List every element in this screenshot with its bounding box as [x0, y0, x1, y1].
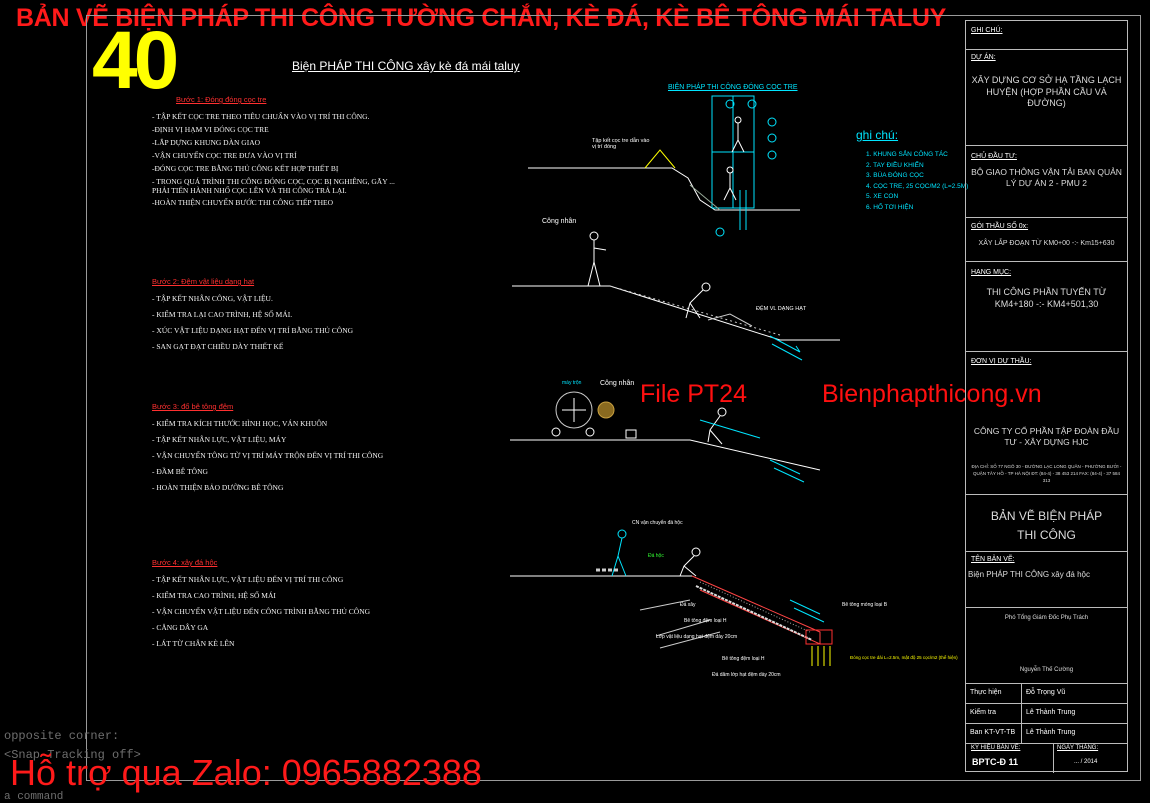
list-item: - CĂNG DÂY GA [152, 623, 209, 632]
step-3-list: - KIỂM TRA KÍCH THƯỚC HÌNH HỌC, VÁN KHUÔ… [152, 416, 412, 496]
signer-role: Kiểm tra [970, 709, 997, 716]
step-1-title: Bước 1: Đóng đóng cọc tre [176, 95, 267, 104]
gravel-layer-label: Lớp vật liệu dạng hạt đệm dày 20cm [656, 634, 738, 640]
command-history-line: opposite corner: [4, 729, 120, 743]
project-label: DỰ ÁN: [971, 54, 996, 61]
item-label: HẠNG MỤC: [971, 269, 1012, 276]
signer-name: Lê Thành Trung [1026, 709, 1076, 716]
list-item: - TẬP KẾT CỌC TRE THEO TIÊU CHUẨN VÀO VỊ… [152, 112, 370, 121]
signer-name: Lê Thành Trung [1026, 729, 1076, 736]
list-item: -ĐÓNG CỌC TRE BẰNG THỦ CÔNG KẾT HỢP THIẾ… [152, 164, 339, 173]
list-item: - TẬP KẾT NHÂN LỰC, VẬT LIỆU, MÁY [152, 435, 287, 444]
list-item: -LẮP DỰNG KHUNG DÀN GIAO [152, 138, 261, 147]
drawing-code: BPTC-Đ 11 [972, 757, 1019, 767]
list-item: - TẬP KẾT NHÂN LỰC, VẬT LIỆU ĐẾN VỊ TRÍ … [152, 575, 344, 584]
drawing-kind: BẢN VẼ BIỆN PHÁP THI CÔNG [990, 509, 1103, 543]
gravel-label: ĐỆM VL DẠNG HẠT [756, 306, 807, 312]
list-item: 5. XE CON [866, 193, 899, 200]
list-item: - TẬP KẾT NHÂN CÔNG, VẬT LIỆU. [152, 294, 273, 303]
legend-list: 1. KHUNG SẮN CÔNG TÁC 2. TAY ĐIỀU KHIỂN … [866, 150, 968, 213]
owner-label: CHỦ ĐẦU TƯ: [971, 153, 1017, 160]
package-name: XÂY LẮP ĐOẠN TỪ KM0+00 -:- Km15+630 [978, 240, 1115, 247]
item-name: THI CÔNG PHẦN TUYẾN TỪ KM4+180 -:- KM4+5… [986, 287, 1107, 309]
list-item: - HOÀN THIỆN BẢO DƯỠNG BÊ TÔNG [152, 483, 284, 492]
list-item: -VẬN CHUYỂN CỌC TRE ĐƯA VÀO VỊ TRÍ [152, 151, 297, 160]
code-label: KÝ HIỆU BẢN VẼ: [971, 745, 1021, 751]
gravel-layer-label-2: Đá dăm lớp hạt đệm dày 20cm [712, 672, 781, 678]
signer-row: Thực hiện Đỗ Trọng Vũ [966, 683, 1127, 704]
step-3-title: Bước 3: đổ bê tông đệm [152, 402, 234, 411]
step-4-title: Bước 4: xây đá hộc [152, 558, 218, 567]
drawing-date: ... / 2014 [1074, 759, 1098, 765]
contractor-address: ĐỊA CHỈ: SỐ 77 NGÕ 30 - ĐƯỜNG LẠC LONG Q… [971, 464, 1122, 483]
list-item: - VẬN CHUYỂN VẬT LIỆU ĐẾN CÔNG TRÌNH BẰN… [152, 607, 371, 616]
pile-stock-label: Tập kết cọc tre dẫn vào vị trí đóng [592, 138, 650, 150]
stone-transport-label: CN vận chuyển đá hộc [632, 520, 683, 526]
concrete-bed-label-1: Bê tông đệm loại H [684, 618, 727, 624]
list-item: 4. CỌC TRE, 25 CỌC/M2 (L=2.5M) [866, 182, 969, 190]
worker-label-2: Công nhân [600, 380, 635, 387]
drawing-name-label: TÊN BẢN VẼ: [971, 556, 1015, 563]
watermark-site: Bienphapthicong.vn [822, 380, 1042, 408]
piling-diagram [528, 95, 800, 237]
list-item: -ĐỊNH VỊ HẠM VI ĐÓNG CỌC TRE [152, 125, 269, 134]
stone-wall-label: Đá xây [680, 602, 696, 608]
construction-drawings [510, 95, 840, 666]
concrete-diagram [510, 391, 821, 483]
list-item: - TRONG QUÁ TRÌNH THI CÔNG ĐÓNG CỌC, CỌC… [152, 177, 395, 195]
toe-beam-label: Bê tông móng loại B [842, 602, 888, 608]
step-2-title: Bước 2: Đệm vật liệu dạng hạt [152, 277, 255, 286]
director-title: Phó Tổng Giám Đốc Phụ Trách [1004, 615, 1089, 621]
drawing-name: Biện PHÁP THI CÔNG xây đá hộc [968, 570, 1090, 579]
legend-title: ghi chú: [856, 128, 899, 142]
list-item: - KIỂM TRA CAO TRÌNH, HỆ SỐ MÁI [152, 591, 276, 600]
note-label: GHI CHÚ: [971, 27, 1003, 34]
drawing-frame [86, 15, 1141, 781]
contractor-label: ĐƠN VỊ DỰ THẦU: [971, 358, 1032, 365]
gravel-diagram [512, 231, 840, 361]
worker-label-1: Công nhân [542, 218, 577, 225]
stone-label: Đá hộc [648, 553, 664, 559]
step-1-list: - TẬP KẾT CỌC TRE THEO TIÊU CHUẨN VÀO VỊ… [152, 110, 402, 209]
watermark-file: File PT24 [640, 380, 747, 408]
zalo-support: Hỗ trợ qua Zalo: 0965882388 [10, 752, 482, 793]
command-input[interactable]: a command [4, 791, 64, 803]
banner-title: BẢN VẼ BIỆN PHÁP THI CÔNG TƯỜNG CHẮN, KÈ… [16, 4, 947, 32]
concrete-bed-label-2: Bê tông đệm loại H [722, 656, 765, 662]
list-item: 1. KHUNG SẮN CÔNG TÁC [866, 151, 948, 158]
package-label: GÓI THẦU SỐ 0x: [971, 223, 1029, 230]
step-4-list: - TẬP KẾT NHÂN LỰC, VẬT LIỆU ĐẾN VỊ TRÍ … [152, 572, 412, 652]
signer-name: Đỗ Trọng Vũ [1026, 689, 1066, 696]
signer-role: Ban KT-VT-TB [970, 729, 1016, 736]
list-item: - XÚC VẬT LIỆU DẠNG HẠT ĐẾN VỊ TRÍ BẰNG … [152, 326, 354, 335]
signer-row: Kiểm tra Lê Thành Trung [966, 703, 1127, 724]
list-item: 6. HỐ TƠI HIỆN [866, 203, 914, 211]
list-item: - ĐẦM BÊ TÔNG [152, 467, 208, 476]
mixer-label: máy trộn [562, 380, 582, 386]
badge-number: 40 [92, 15, 179, 106]
step-2-list: - TẬP KẾT NHÂN CÔNG, VẬT LIỆU. - KIỂM TR… [152, 291, 412, 355]
signer-row: Ban KT-VT-TB Lê Thành Trung [966, 723, 1127, 744]
list-item: - VẬN CHUYỂN TÔNG TỪ VỊ TRÍ MÁY TRỘN ĐẾN… [152, 451, 384, 460]
piling-diagram-title: BIỆN PHÁP THI CÔNG ĐÓNG CỌC TRE [668, 84, 798, 91]
date-label: NGÀY THÁNG: [1057, 745, 1099, 751]
list-item: 2. TAY ĐIỀU KHIỂN [866, 161, 924, 169]
piles-label: Đóng cọc tre dài L=2.5m, mật độ 25 cọc/m… [850, 655, 958, 660]
list-item: - KIỂM TRA LẠI CAO TRÌNH, HỆ SỐ MÁI. [152, 310, 293, 319]
stone-wall-diagram [510, 529, 833, 666]
drawing-title: Biện PHÁP THI CÔNG xây kè đá mái taluy [292, 59, 520, 73]
list-item: -HOÀN THIỆN CHUYỂN BƯỚC THI CÔNG TIẾP TH… [152, 198, 334, 207]
list-item: - KIỂM TRA KÍCH THƯỚC HÌNH HỌC, VÁN KHUÔ… [152, 419, 328, 428]
director-name: Nguyễn Thế Cường [1019, 667, 1074, 673]
owner-name: BỘ GIAO THÔNG VẬN TẢI BAN QUẢN LÝ DỰ ÁN … [971, 167, 1122, 189]
command-history-line: <Snap Tracking off> [4, 748, 141, 762]
project-name: XÂY DỰNG CƠ SỞ HẠ TẦNG LẠCH HUYỆN (HỢP P… [971, 75, 1122, 109]
signer-role: Thực hiện [970, 689, 1002, 696]
title-block: GHI CHÚ: DỰ ÁN: XÂY DỰNG CƠ SỞ HẠ TẦNG L… [965, 20, 1128, 773]
list-item: - SAN GẠT ĐẠT CHIỀU DÀY THIẾT KẾ [152, 342, 284, 351]
contractor-name: CÔNG TY CỔ PHẦN TẬP ĐOÀN ĐẦU TƯ - XÂY DỰ… [973, 426, 1120, 448]
list-item: 3. BÚA ĐÓNG CỌC [866, 172, 924, 179]
list-item: - LÁT TỪ CHÂN KÈ LÊN [152, 639, 235, 648]
